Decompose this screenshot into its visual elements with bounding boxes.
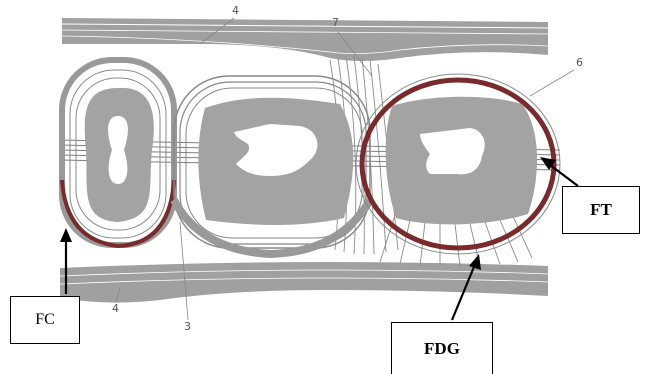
bottom-gingiva-band xyxy=(60,262,548,303)
middle-tooth-group xyxy=(174,76,370,254)
callout-fc-text: FC xyxy=(35,311,55,329)
label-4-bottom: 4 xyxy=(112,302,119,315)
label-7: 7 xyxy=(332,16,339,29)
label-6: 6 xyxy=(576,56,583,69)
left-tooth-group xyxy=(62,60,174,246)
label-3: 3 xyxy=(184,320,191,333)
arrow-ft xyxy=(540,157,578,186)
callout-fc: FC xyxy=(10,296,80,344)
callout-fdg-text: FDG xyxy=(424,339,460,359)
callout-ft: FT xyxy=(562,186,640,234)
label-4-top: 4 xyxy=(232,4,239,17)
callout-ft-text: FT xyxy=(590,200,612,220)
top-gingiva-band xyxy=(62,18,548,61)
callout-fdg: FDG xyxy=(391,322,493,374)
right-tooth-group xyxy=(356,74,560,254)
leader-6 xyxy=(530,70,574,96)
right-tooth-canal xyxy=(420,128,485,174)
